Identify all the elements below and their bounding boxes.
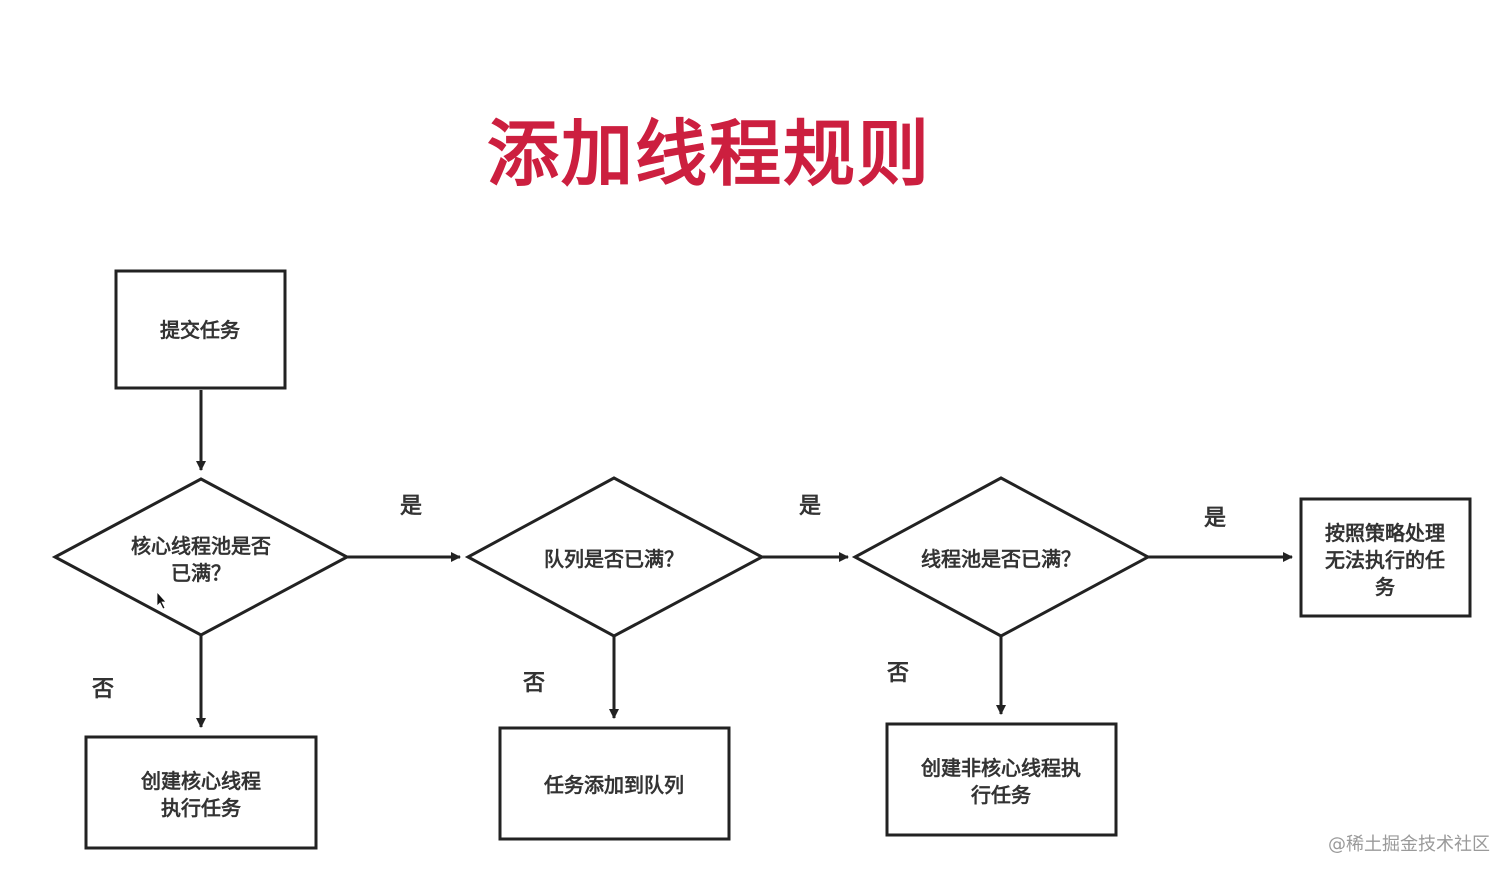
edge-label-yes-2: 是: [799, 494, 821, 519]
decision-core-pool-full: [51, 477, 351, 637]
edge-label-yes-3: 是: [1204, 506, 1226, 531]
decision-core-pool-full-line-2: 已满？: [171, 561, 231, 585]
decision-queue-full: [464, 476, 766, 638]
node-reject-policy-line-1: 按照策略处理: [1325, 521, 1445, 545]
edge-label-no-3: 否: [886, 661, 909, 686]
decision-core-pool-full-line-1: 核心线程池是否: [131, 534, 271, 558]
node-create-noncore-thread-line-2: 行任务: [970, 783, 1032, 807]
node-reject-policy: [1299, 497, 1472, 618]
node-reject-policy-line-2: 无法执行的任: [1325, 548, 1445, 572]
node-add-to-queue-label: 任务添加到队列: [543, 773, 684, 797]
node-create-core-thread-line-2: 执行任务: [161, 796, 242, 820]
node-create-noncore-thread-line-1: 创建非核心线程执: [920, 756, 1081, 780]
node-reject-policy-line-3: 务: [1375, 575, 1396, 599]
decision-queue-full-label: 队列是否已满？: [544, 547, 684, 571]
node-add-to-queue: [498, 726, 731, 841]
node-create-noncore-thread: [885, 722, 1118, 837]
decision-pool-full: [851, 476, 1152, 638]
node-submit-task-label: 提交任务: [160, 318, 241, 342]
node-create-core-thread-line-1: 创建核心线程: [140, 769, 261, 793]
page-title: 添加线程规则: [486, 112, 931, 196]
edge-label-no-1: 否: [91, 677, 114, 702]
watermark: @稀土掘金技术社区: [1328, 834, 1490, 855]
edge-label-yes-1: 是: [400, 494, 422, 519]
decision-pool-full-label: 线程池是否已满？: [921, 547, 1081, 571]
mouse-cursor-icon: [156, 590, 167, 610]
edge-label-no-2: 否: [522, 671, 545, 696]
node-submit-task: [114, 269, 287, 390]
node-create-core-thread: [84, 735, 318, 850]
